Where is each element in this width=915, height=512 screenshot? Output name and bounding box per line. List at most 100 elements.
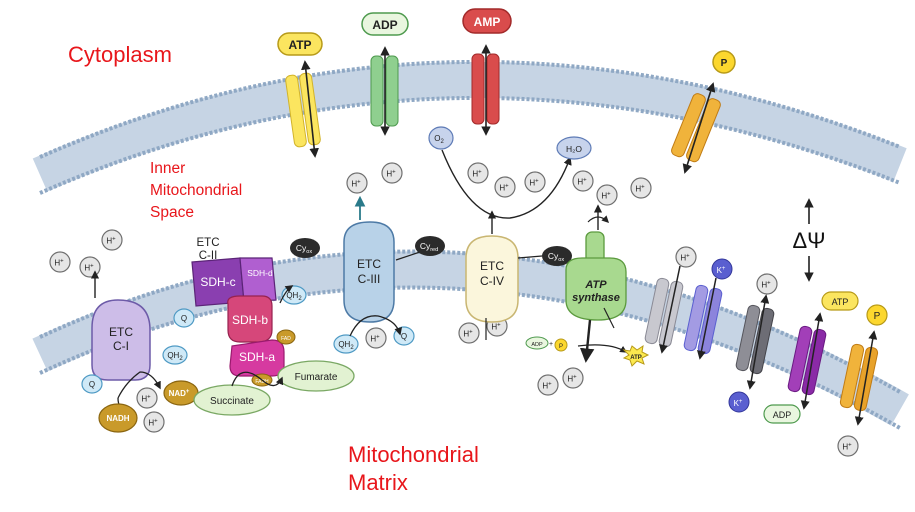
- proton-ion: H+: [346, 172, 368, 194]
- k-ion-bottom: K+: [728, 391, 750, 413]
- sdh-b-label: SDH-b: [232, 313, 268, 327]
- proton-ion: H+: [458, 322, 480, 344]
- purple-channel: [787, 312, 827, 410]
- h2o-label: H₂O: [566, 144, 582, 154]
- nad-label: NAD+: [169, 389, 190, 398]
- atp-right: ATP: [821, 291, 859, 311]
- svg-text:H+: H+: [542, 382, 552, 391]
- h2o-molecule: H₂O: [556, 136, 592, 160]
- svg-text:H+: H+: [351, 180, 361, 189]
- svg-text:H+: H+: [148, 419, 158, 428]
- proton-ion: H+: [49, 251, 71, 273]
- svg-text:Q: Q: [181, 314, 187, 323]
- proton-ion: H+: [596, 184, 618, 206]
- atp-right-label: ATP: [832, 297, 849, 307]
- atp-label-pill: [277, 32, 323, 56]
- svg-text:H+: H+: [635, 185, 645, 194]
- atp-channel-label: ATP: [288, 38, 311, 52]
- p-small-label: P: [559, 344, 563, 350]
- qh2-molecule: QH2: [333, 334, 359, 354]
- q-molecule: Q: [81, 374, 103, 394]
- svg-text:H+: H+: [84, 264, 94, 273]
- proton-ion: H+: [630, 177, 652, 199]
- svg-text:H+: H+: [463, 330, 473, 339]
- atp-channel: ATP: [277, 32, 323, 158]
- k-ion-top: K+: [711, 258, 733, 280]
- outer-membrane: [32, 59, 907, 195]
- svg-text:H+: H+: [472, 170, 482, 179]
- membrane-potential: ΔΨ: [792, 198, 826, 282]
- svg-text:H+: H+: [141, 395, 151, 404]
- proton-ion: H+: [837, 435, 859, 457]
- svg-text:Cyox: Cyox: [548, 251, 564, 263]
- fumarate-molecule: Fumarate: [277, 360, 355, 392]
- svg-text:H+: H+: [601, 192, 611, 201]
- svg-text:H+: H+: [54, 259, 64, 268]
- nadh-molecule: NADH: [98, 403, 138, 433]
- p-right-label: P: [874, 311, 881, 322]
- svg-text:Q: Q: [401, 332, 407, 341]
- dark-grey-channel: [735, 294, 775, 390]
- proton-ion: H+: [537, 374, 559, 396]
- svg-text:H+: H+: [680, 254, 690, 263]
- proton-ion: H+: [524, 171, 546, 193]
- proton-ion: H+: [494, 176, 516, 198]
- amp-channel: AMP: [462, 8, 512, 136]
- adp-channel-label: ADP: [372, 18, 397, 32]
- cytochrome-c: Cyred: [415, 236, 445, 256]
- orange-channel: [839, 330, 879, 426]
- svg-text:Q: Q: [89, 380, 95, 389]
- svg-text:H+: H+: [370, 335, 380, 344]
- svg-text:QH2: QH2: [338, 340, 354, 351]
- svg-text:H+: H+: [106, 237, 116, 246]
- qh2-molecule: QH2: [281, 285, 307, 305]
- atp-burst: ATP: [622, 344, 650, 367]
- proton-ion: H+: [365, 327, 387, 349]
- svg-text:QH2: QH2: [286, 291, 302, 302]
- adp-right-label: ADP: [773, 410, 792, 420]
- o2-molecule: O2: [428, 126, 454, 150]
- adp-right: ADP: [763, 404, 801, 424]
- proton-ion: H+: [572, 170, 594, 192]
- sdh-c-label: SDH-c: [200, 275, 235, 289]
- svg-text:H+: H+: [842, 443, 852, 452]
- svg-text:+: +: [549, 341, 553, 348]
- proton-ion: H+: [79, 256, 101, 278]
- nad-molecule: NAD+: [163, 380, 199, 406]
- sdh-d-label: SDH-d: [247, 268, 273, 278]
- svg-text:Cyox: Cyox: [296, 243, 312, 255]
- svg-text:K+: K+: [717, 266, 726, 275]
- succinate-molecule: Succinate: [193, 384, 271, 416]
- atp-produced-label: ATP: [630, 355, 642, 361]
- adp-small-label: ADP: [531, 342, 543, 348]
- cytochrome-c: Cyox: [542, 246, 572, 266]
- svg-text:H+: H+: [499, 184, 509, 193]
- proton-ion: H+: [381, 162, 403, 184]
- adp-channel: ADP: [361, 12, 409, 136]
- mitochondrial-matrix-label: Mitochondrial Matrix: [348, 442, 479, 495]
- svg-text:H+: H+: [491, 323, 501, 332]
- svg-text:H+: H+: [529, 179, 539, 188]
- fadh-label: FADH: [255, 379, 269, 385]
- nadh-label: NADH: [106, 414, 129, 423]
- fumarate-label: Fumarate: [295, 372, 338, 383]
- proton-group: H+H+H+H+H+H+H+H+H+H+H+H+H+H+H+H+H+H+H+H+…: [49, 162, 859, 457]
- succinate-label: Succinate: [210, 396, 254, 407]
- o2-label: O2: [434, 134, 444, 145]
- sdh-a-label: SDH-a: [239, 350, 275, 364]
- qh2-molecule: QH2: [162, 345, 188, 365]
- proton-ion: H+: [143, 411, 165, 433]
- proton-ion: H+: [101, 229, 123, 251]
- proton-ion: H+: [136, 387, 158, 409]
- cytoplasm-label: Cytoplasm: [68, 42, 172, 67]
